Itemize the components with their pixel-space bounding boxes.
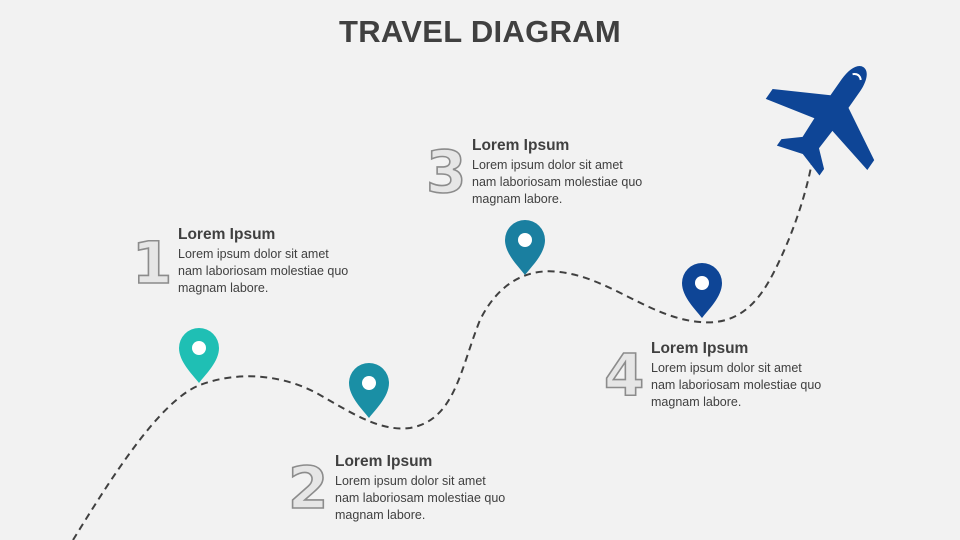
step-number: 2 (287, 454, 329, 522)
step-description: Lorem ipsum dolor sit amet nam laboriosa… (335, 474, 506, 522)
step-heading: Lorem Ipsum (472, 137, 570, 154)
step-heading: Lorem Ipsum (178, 226, 276, 243)
map-pin-icon (682, 263, 722, 318)
dashed-route-path (72, 161, 813, 540)
step-number: 3 (425, 138, 467, 206)
page-title: TRAVEL DIAGRAM (338, 14, 622, 49)
step-description: Lorem ipsum dolor sit amet nam laboriosa… (178, 247, 349, 295)
map-pin-icon (505, 220, 545, 275)
airplane-icon (765, 65, 875, 176)
step-heading: Lorem Ipsum (335, 453, 433, 470)
step-number: 4 (603, 341, 645, 409)
step-description: Lorem ipsum dolor sit amet nam laboriosa… (651, 361, 822, 409)
map-pin-icon (349, 363, 389, 418)
map-pin-icon (179, 328, 219, 383)
step-heading: Lorem Ipsum (651, 340, 749, 357)
step-number: 1 (131, 229, 173, 297)
step-description: Lorem ipsum dolor sit amet nam laboriosa… (472, 158, 643, 206)
